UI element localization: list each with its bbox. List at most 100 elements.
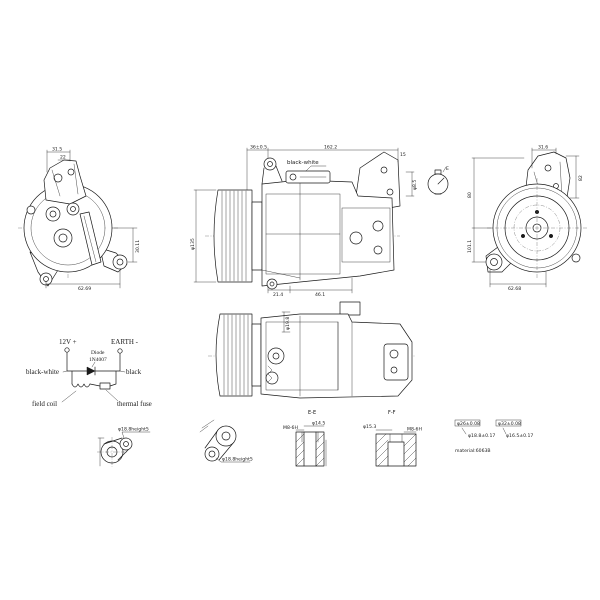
detail-b-web — [204, 429, 235, 461]
side-dim-pulley: φ135 — [190, 238, 196, 250]
clutch-hub-front — [525, 216, 549, 240]
fitting-hole — [380, 166, 388, 174]
top-dim-port: φ19.8 — [285, 317, 291, 330]
side-view: black-white 36±0.5 162.2 15 φ8.5 φ135 21… — [190, 144, 418, 298]
pulley-top — [215, 313, 253, 397]
front-right-lug — [571, 253, 581, 263]
bottom-lug — [266, 278, 278, 290]
wire-right-leader — [119, 370, 126, 373]
bottom-lug-bore — [269, 281, 275, 287]
field-coil-label: field coil — [32, 400, 57, 408]
detail-a-hole-bore — [123, 441, 129, 447]
rear-boss-left-bore — [49, 210, 57, 218]
top-lug — [263, 157, 277, 171]
gauge-stem — [434, 169, 442, 175]
rear-valve-slot-line — [83, 215, 97, 263]
thermal-fuse-symbol — [99, 382, 111, 390]
detail-b-leader — [215, 457, 251, 463]
front-dim-span-line — [489, 269, 547, 288]
front-dim-span: 62.68 — [508, 286, 521, 292]
side-dim-mount: 46.1 — [315, 292, 325, 298]
earth-terminal-label: EARTH - — [111, 338, 139, 346]
wire-left-label: black-white — [26, 368, 59, 376]
section-e-thread — [301, 431, 319, 443]
front-ear-bore — [490, 258, 498, 266]
fitting-hole — [386, 188, 394, 196]
wiring-diagram: 12V + EARTH - Diode 1N4007 black-white b… — [26, 338, 152, 408]
section-e-dia-label: φ14.5 — [312, 421, 325, 427]
section-f-bore — [387, 441, 405, 467]
top-lug-bore — [267, 161, 273, 167]
rear-dim-width-line — [46, 149, 71, 173]
pulley-top-ribs — [223, 314, 249, 396]
rear-boss-center-bore — [70, 206, 76, 212]
fitting-dia-2: φ32±0.08 — [498, 421, 521, 427]
fitting-dia-1: φ26±0.08 — [457, 421, 480, 427]
top-spring — [267, 365, 273, 383]
right-ear-hole — [112, 254, 128, 270]
front-dim-width: 31.6 — [538, 144, 548, 150]
bracket-hole — [53, 173, 63, 183]
top-port — [267, 347, 285, 365]
top-fitting — [339, 301, 361, 316]
diode-part-label: 1N4007 — [89, 357, 107, 363]
section-e-e: E-E M8-6H φ14.5 — [283, 410, 327, 467]
section-f-f: F-F φ15.3 M8-6H — [363, 410, 422, 467]
section-e-bore — [303, 431, 317, 467]
top-dim-port-line — [281, 311, 291, 333]
rear-port — [53, 228, 73, 248]
rear-head-bolt — [372, 220, 384, 232]
front-dim-height-line — [471, 157, 525, 263]
front-dim-bracket-line — [565, 155, 580, 199]
field-coil-symbol — [71, 383, 91, 388]
rear-boss-left — [45, 206, 61, 222]
rear-dim-span-line — [45, 269, 121, 289]
gauge-needle — [437, 177, 445, 185]
front-dim-lower: 101.1 — [467, 240, 473, 253]
rear-dim-height-line — [111, 227, 138, 263]
fitting-material: material:6063B — [455, 448, 491, 454]
section-e-hatch — [295, 433, 325, 467]
top-lug-bottom — [265, 371, 279, 385]
rear-head-port — [349, 231, 363, 245]
rear-dim-offset: 22 — [60, 155, 66, 161]
front-dim-bracket: 82 — [578, 175, 584, 181]
positive-terminal-label: 12V + — [59, 338, 77, 346]
clutch-rivet — [548, 233, 554, 239]
detail-a-boss — [100, 440, 124, 464]
side-dim-top-line — [246, 147, 399, 191]
rear-dim-width: 31.5 — [52, 147, 62, 153]
side-dim-port-line — [405, 171, 415, 197]
rear-head-block — [341, 207, 391, 263]
spec-leaders — [461, 427, 507, 435]
section-f-thread-label: M8-6H — [407, 427, 422, 433]
thermal-fuse-label: thermal fuse — [117, 400, 152, 408]
bracket-hole — [67, 168, 75, 176]
side-dim-lug: 21.4 — [273, 292, 283, 298]
detail-b-label: φ18.8height5 — [222, 457, 253, 463]
pressure-gauge: E — [427, 166, 449, 195]
top-view: φ19.8 — [208, 301, 416, 399]
wire-label: black-white — [287, 160, 319, 166]
detail-a-label: φ18.8height5 — [118, 427, 149, 433]
rear-head-bolt — [373, 245, 383, 255]
field-coil-leader — [61, 390, 77, 403]
detail-a-hole — [119, 437, 133, 451]
housing-seams-top — [299, 315, 353, 397]
rear-view: 31.5 22 62.69 30.11 — [18, 147, 141, 292]
clutch-rivet — [520, 233, 526, 239]
clutch-hub-top — [251, 323, 262, 387]
section-f-thread — [389, 433, 403, 443]
rear-side-fitting — [26, 205, 36, 215]
front-dim-upper: 80 — [467, 192, 473, 198]
compressor-body-top — [260, 313, 413, 399]
top-lug-arm — [261, 165, 283, 185]
section-f-dim-lines — [375, 429, 417, 433]
spec-box — [495, 419, 522, 427]
detail-a-bore — [106, 446, 118, 458]
wire-left-leader — [62, 370, 68, 373]
rear-dim-height: 30.11 — [135, 240, 141, 253]
pulley-side — [213, 189, 253, 283]
detail-b: φ18.8height5 — [199, 419, 253, 463]
detail-a-leader — [121, 431, 151, 439]
